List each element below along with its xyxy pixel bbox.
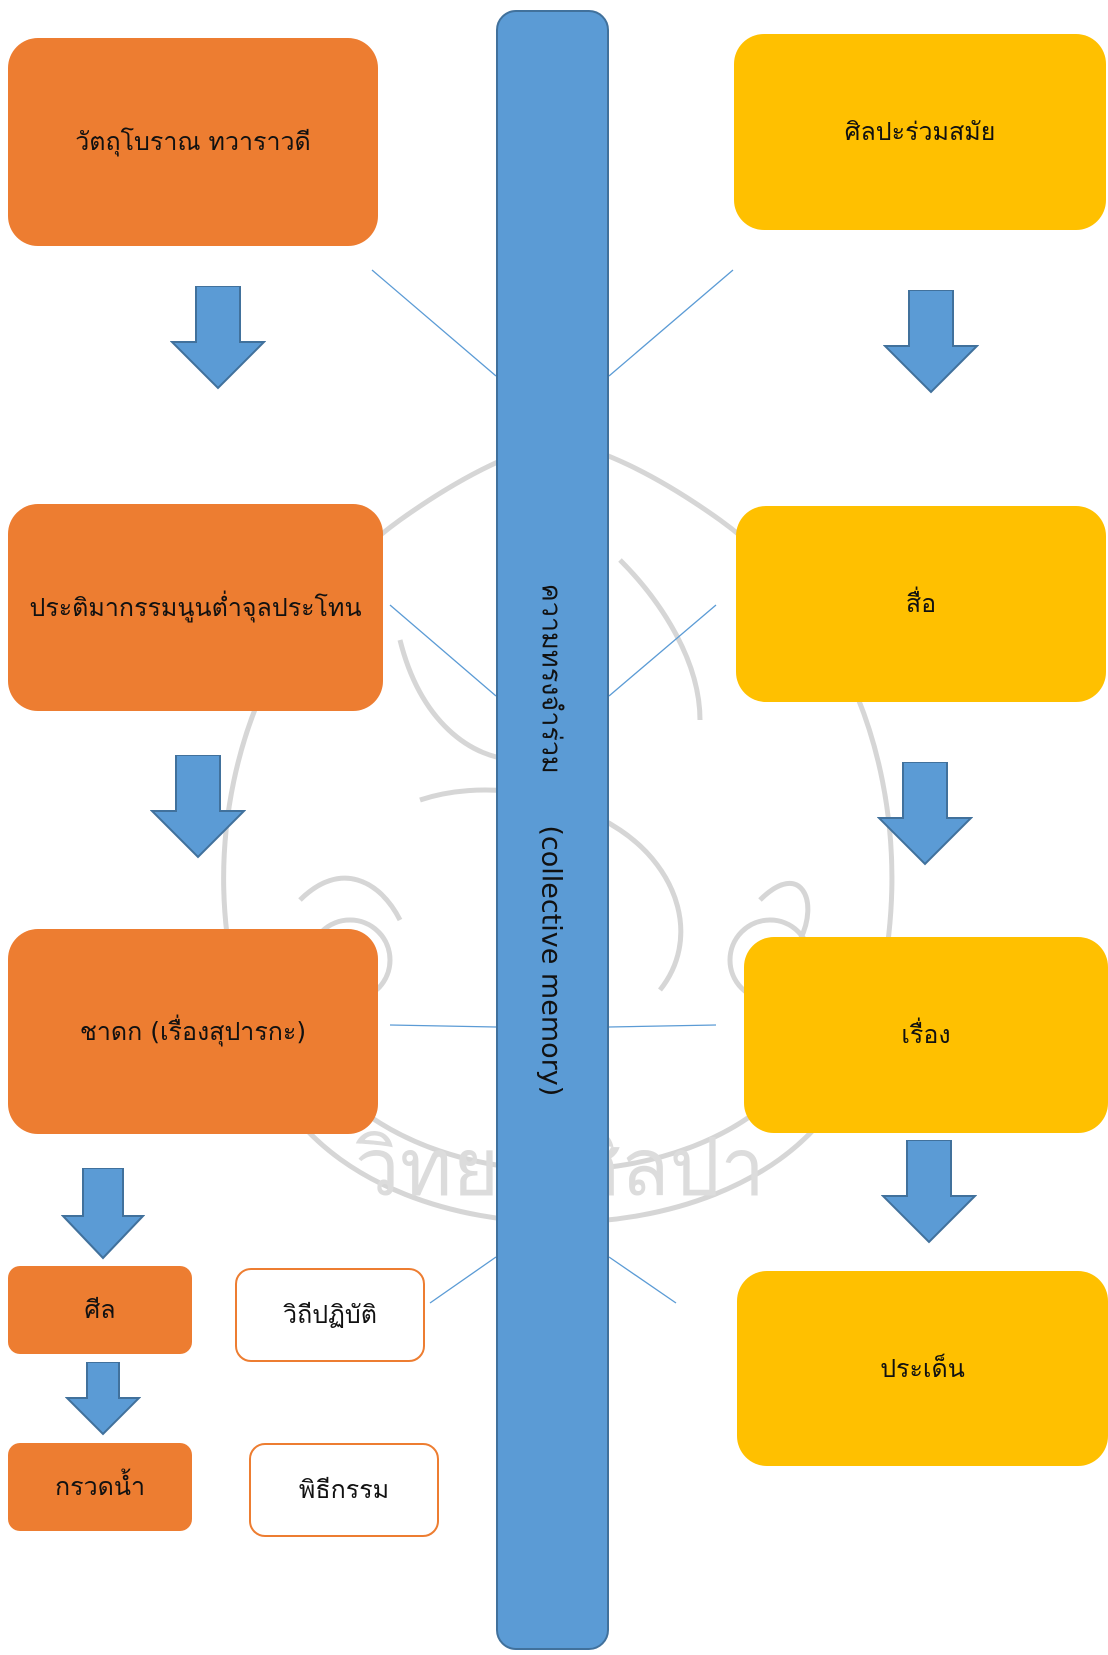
down-arrow-icon bbox=[883, 290, 979, 394]
right-box-contemporary-art: ศิลปะร่วมสมัย bbox=[734, 34, 1106, 230]
left-box-jataka-label: ชาดก (เรื่องสุปารกะ) bbox=[79, 1016, 307, 1046]
left-box-ancient-objects-label: วัตถุโบราณ ทวาราวดี bbox=[75, 127, 311, 156]
collective-memory-en: (collective memory) bbox=[535, 825, 567, 1097]
right-box-media: สื่อ bbox=[736, 506, 1106, 702]
left-box-jataka: ชาดก (เรื่องสุปารกะ) bbox=[8, 929, 378, 1134]
down-arrow-icon bbox=[877, 762, 973, 866]
left-box-water-pouring: กรวดน้ำ bbox=[8, 1443, 192, 1531]
collective-memory-thai: ความทรงจำร่วม bbox=[535, 583, 567, 774]
right-box-story-label: เรื่อง bbox=[901, 1020, 951, 1049]
down-arrow-icon bbox=[65, 1362, 141, 1436]
left-box-precepts: ศีล bbox=[8, 1266, 192, 1354]
right-box-issue: ประเด็น bbox=[737, 1271, 1108, 1466]
right-box-story: เรื่อง bbox=[744, 937, 1108, 1133]
collective-memory-label: ความทรงจำร่วม (collective memory) bbox=[531, 584, 574, 1097]
connector-line bbox=[608, 1024, 717, 1028]
connector-line bbox=[429, 1256, 497, 1304]
collective-memory-bar bbox=[496, 10, 609, 1650]
left-box-relief-sculpture-label: ประติมากรรมนูนต่ำจุลประโทน bbox=[29, 592, 362, 622]
right-box-media-label: สื่อ bbox=[905, 589, 937, 618]
outline-box-ritual-label: พิธีกรรม bbox=[298, 1475, 390, 1504]
connector-line bbox=[608, 269, 734, 377]
down-arrow-icon bbox=[170, 286, 266, 390]
connector-line bbox=[608, 604, 717, 697]
outline-box-ritual: พิธีกรรม bbox=[249, 1443, 439, 1537]
connector-line bbox=[608, 1256, 677, 1304]
left-box-relief-sculpture: ประติมากรรมนูนต่ำจุลประโทน bbox=[8, 504, 383, 711]
connector-line bbox=[389, 1024, 497, 1028]
outline-box-practice-label: วิถีปฏิบัติ bbox=[283, 1300, 377, 1329]
connector-line bbox=[389, 604, 497, 697]
left-box-precepts-label: ศีล bbox=[84, 1295, 116, 1324]
down-arrow-icon bbox=[150, 755, 246, 859]
down-arrow-icon bbox=[881, 1140, 977, 1244]
right-box-issue-label: ประเด็น bbox=[880, 1353, 965, 1383]
connector-line bbox=[371, 269, 497, 377]
outline-box-practice: วิถีปฏิบัติ bbox=[235, 1268, 425, 1362]
down-arrow-icon bbox=[61, 1168, 145, 1260]
right-box-contemporary-art-label: ศิลปะร่วมสมัย bbox=[844, 117, 996, 146]
left-box-ancient-objects: วัตถุโบราณ ทวาราวดี bbox=[8, 38, 378, 246]
left-box-water-pouring-label: กรวดน้ำ bbox=[55, 1472, 145, 1501]
